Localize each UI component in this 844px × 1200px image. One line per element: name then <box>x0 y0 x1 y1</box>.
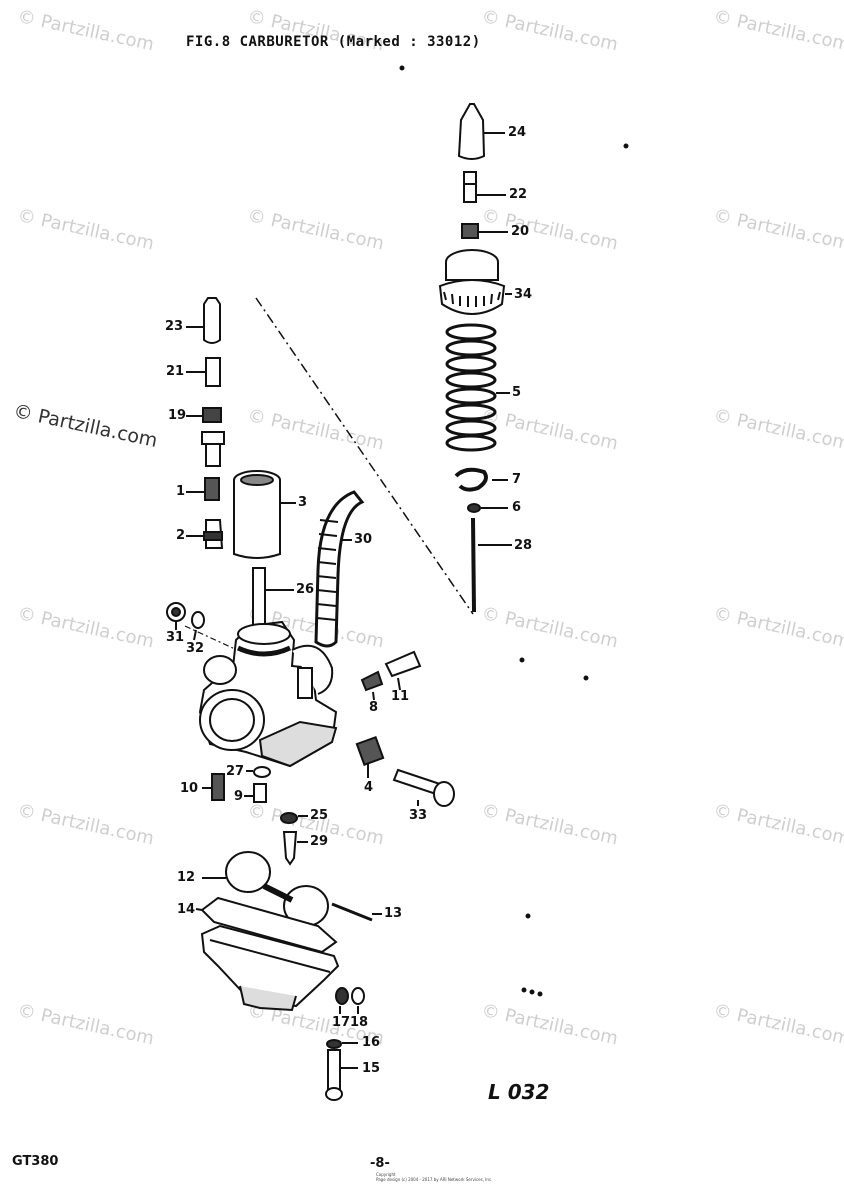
part-11-screw <box>384 650 422 691</box>
part-4-spring <box>355 735 385 778</box>
copyright-line: Page design (c) 2004 - 2017 by ARI Netwo… <box>376 1177 493 1182</box>
callout-4: 4 <box>364 780 374 795</box>
callout-25: 25 <box>310 808 329 823</box>
part-14-gasket <box>195 896 338 954</box>
part-30-hose <box>314 490 365 648</box>
part-24-cap <box>457 103 505 160</box>
callout-34: 34 <box>514 287 533 302</box>
callout-13: 13 <box>384 906 403 921</box>
callout-15: 15 <box>362 1061 381 1076</box>
part-22-adjuster <box>463 171 506 203</box>
diagram-code: L 032 <box>488 1080 550 1104</box>
part-20-nut <box>461 223 508 239</box>
page-number: -8- <box>370 1156 390 1171</box>
callout-27: 27 <box>226 764 245 779</box>
part-2-needle-jet <box>186 519 224 549</box>
callout-26: 26 <box>296 582 315 597</box>
part-23-cap <box>186 297 221 344</box>
figure-title: FIG.8 CARBURETOR (Marked : 33012) <box>186 34 481 50</box>
part-17-screw <box>335 987 349 1014</box>
part-34-top-cap <box>438 249 512 315</box>
part-8-screw <box>360 670 384 701</box>
part-33-screw <box>392 768 455 807</box>
carburetor-body <box>198 620 338 768</box>
part-9-jet <box>244 783 267 803</box>
part-5-spring <box>445 323 510 452</box>
callout-20: 20 <box>511 224 530 239</box>
callout-21: 21 <box>166 364 185 379</box>
callout-7: 7 <box>512 472 522 487</box>
callout-31: 31 <box>166 630 185 645</box>
part-32-washer <box>191 611 205 641</box>
float-bowl <box>200 924 340 1012</box>
callout-1: 1 <box>176 484 186 499</box>
part-21-adjuster <box>186 357 221 387</box>
model-label: GT380 <box>12 1154 59 1169</box>
callout-16: 16 <box>362 1035 381 1050</box>
callout-6: 6 <box>512 500 522 515</box>
callout-30: 30 <box>354 532 373 547</box>
part-27-washer <box>246 766 271 778</box>
callout-17: 17 <box>332 1015 351 1030</box>
callout-33: 33 <box>409 808 428 823</box>
cable-fitting <box>201 431 225 467</box>
part-13-float-pin <box>331 902 382 922</box>
part-16-washer <box>326 1039 358 1049</box>
part-25-washer <box>280 812 308 824</box>
callout-10: 10 <box>180 781 199 796</box>
callout-18: 18 <box>350 1015 369 1030</box>
callout-8: 8 <box>369 700 379 715</box>
copyright-line: Copyright <box>376 1172 396 1177</box>
callout-14: 14 <box>177 902 196 917</box>
callout-12: 12 <box>177 870 196 885</box>
callout-23: 23 <box>165 319 184 334</box>
part-28-needle <box>471 517 512 613</box>
part-18-washer <box>351 987 365 1014</box>
callout-29: 29 <box>310 834 329 849</box>
callout-5: 5 <box>512 385 522 400</box>
part-12-float <box>202 851 329 927</box>
callout-28: 28 <box>514 538 533 553</box>
part-31-screw <box>166 602 186 630</box>
callout-2: 2 <box>176 528 186 543</box>
callout-3: 3 <box>298 495 308 510</box>
callout-24: 24 <box>508 125 527 140</box>
copyright-notice: Copyright Page design (c) 2004 - 2017 by… <box>376 1172 492 1182</box>
part-3-throttle-valve <box>233 470 296 559</box>
callout-19: 19 <box>168 408 187 423</box>
callout-32: 32 <box>186 641 205 656</box>
part-6-washer <box>467 503 508 513</box>
callout-11: 11 <box>391 689 410 704</box>
part-29-float-valve <box>282 831 308 866</box>
part-1-jet <box>186 477 220 501</box>
callout-22: 22 <box>509 187 528 202</box>
part-10-jet <box>202 773 225 801</box>
part-19-nut <box>186 407 222 423</box>
part-15-bolt <box>325 1049 358 1101</box>
part-7-clip <box>454 467 508 492</box>
callout-9: 9 <box>234 789 244 804</box>
